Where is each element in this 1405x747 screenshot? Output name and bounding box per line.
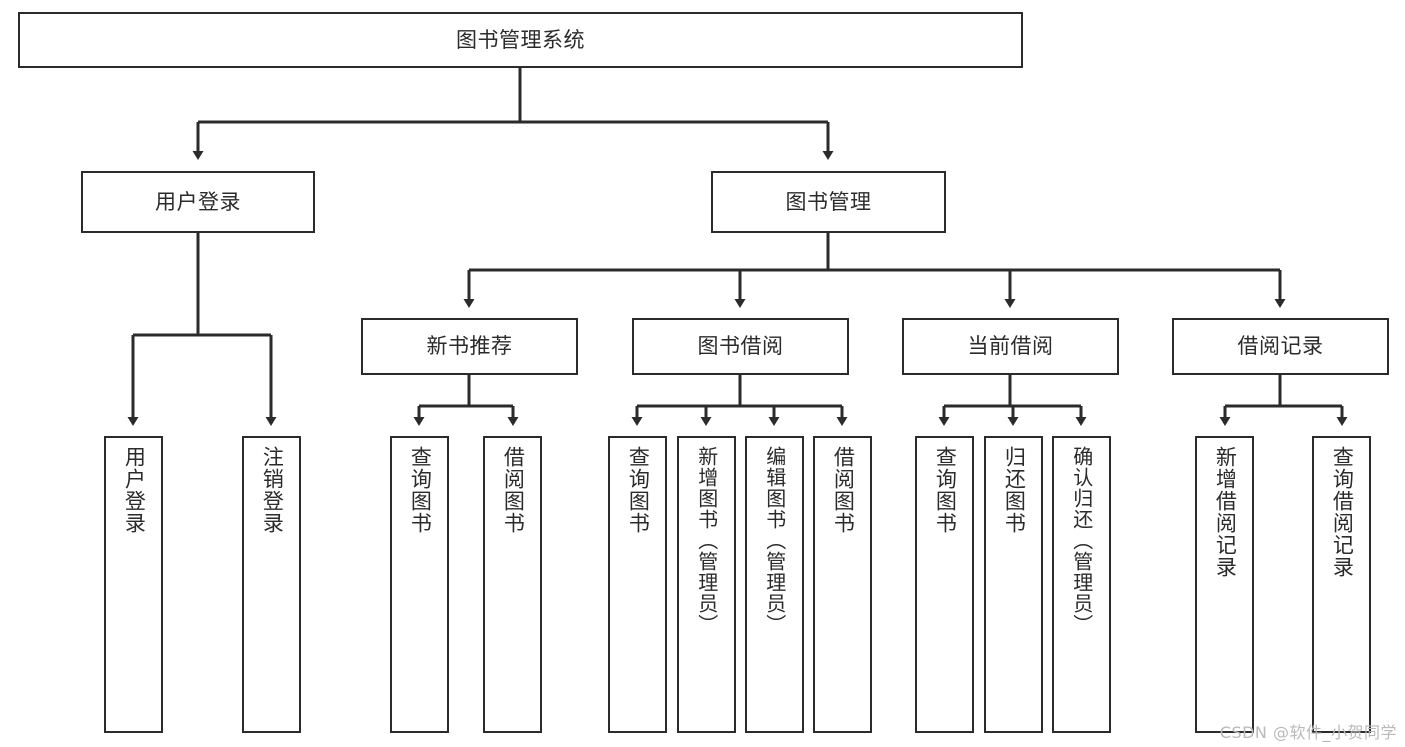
node-leaf-current-borrow-return[interactable]: 归还图书 bbox=[984, 436, 1043, 733]
node-new-book-recommend-label: 新书推荐 bbox=[426, 334, 513, 359]
node-current-borrow-label: 当前借阅 bbox=[967, 334, 1054, 359]
node-borrow-record[interactable]: 借阅记录 bbox=[1172, 318, 1389, 375]
node-leaf-book-borrow-query-label: 查询图书 bbox=[626, 446, 651, 534]
node-book-management[interactable]: 图书管理 bbox=[711, 171, 946, 233]
node-leaf-book-borrow-edit-label: 编辑图书（管理员） bbox=[762, 446, 787, 635]
node-root-system-label: 图书管理系统 bbox=[456, 27, 585, 52]
node-leaf-book-borrow-add-label: 新增图书（管理员） bbox=[694, 446, 719, 635]
node-leaf-new-book-query[interactable]: 查询图书 bbox=[390, 436, 449, 733]
node-leaf-borrow-record-add-label: 新增借阅记录 bbox=[1213, 446, 1238, 578]
node-leaf-book-borrow-query[interactable]: 查询图书 bbox=[608, 436, 667, 733]
node-book-management-label: 图书管理 bbox=[785, 189, 872, 214]
node-book-borrow-label: 图书借阅 bbox=[697, 334, 784, 359]
node-borrow-record-label: 借阅记录 bbox=[1237, 334, 1324, 359]
node-book-borrow[interactable]: 图书借阅 bbox=[632, 318, 849, 375]
node-leaf-borrow-record-query-label: 查询借阅记录 bbox=[1330, 446, 1355, 578]
node-leaf-user-login-logout-label: 注销登录 bbox=[260, 446, 285, 534]
node-leaf-new-book-borrow[interactable]: 借阅图书 bbox=[483, 436, 542, 733]
node-leaf-current-borrow-return-label: 归还图书 bbox=[1002, 446, 1027, 534]
node-root-system[interactable]: 图书管理系统 bbox=[18, 12, 1023, 68]
node-user-login[interactable]: 用户登录 bbox=[81, 171, 315, 233]
node-leaf-book-borrow-borrow-label: 借阅图书 bbox=[831, 446, 856, 534]
node-leaf-user-login-login[interactable]: 用户登录 bbox=[104, 436, 163, 733]
node-leaf-current-borrow-confirm-label: 确认归还（管理员） bbox=[1069, 446, 1094, 635]
node-leaf-book-borrow-add[interactable]: 新增图书（管理员） bbox=[677, 436, 736, 733]
node-leaf-user-login-login-label: 用户登录 bbox=[122, 446, 147, 534]
node-leaf-user-login-logout[interactable]: 注销登录 bbox=[242, 436, 301, 733]
node-leaf-new-book-query-label: 查询图书 bbox=[408, 446, 433, 534]
watermark-csdn: CSDN @软件_小贺同学 bbox=[1219, 723, 1397, 742]
node-new-book-recommend[interactable]: 新书推荐 bbox=[361, 318, 578, 375]
node-leaf-borrow-record-add[interactable]: 新增借阅记录 bbox=[1195, 436, 1254, 733]
node-current-borrow[interactable]: 当前借阅 bbox=[902, 318, 1119, 375]
node-leaf-current-borrow-query-label: 查询图书 bbox=[933, 446, 958, 534]
node-leaf-borrow-record-query[interactable]: 查询借阅记录 bbox=[1312, 436, 1371, 733]
node-leaf-current-borrow-query[interactable]: 查询图书 bbox=[915, 436, 974, 733]
node-leaf-current-borrow-confirm[interactable]: 确认归还（管理员） bbox=[1052, 436, 1111, 733]
node-leaf-book-borrow-edit[interactable]: 编辑图书（管理员） bbox=[745, 436, 804, 733]
node-user-login-label: 用户登录 bbox=[155, 189, 241, 214]
node-leaf-book-borrow-borrow[interactable]: 借阅图书 bbox=[813, 436, 872, 733]
node-leaf-new-book-borrow-label: 借阅图书 bbox=[501, 446, 526, 534]
